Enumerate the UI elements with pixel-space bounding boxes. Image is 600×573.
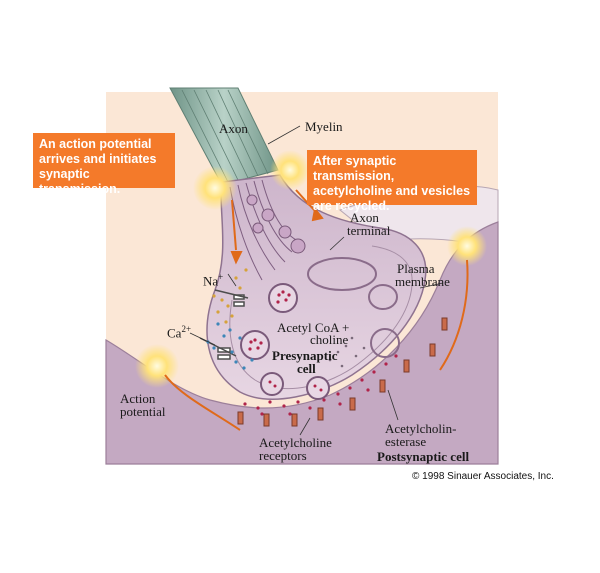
presynaptic-inner <box>229 245 413 389</box>
cleft-ach-dots <box>243 354 398 416</box>
membrane-recycling <box>307 257 400 358</box>
label-action-potential-line1: Action <box>120 391 156 406</box>
glow-right-cell <box>447 226 487 266</box>
label-acetyl-coa-line2: choline <box>310 332 349 347</box>
synaptic-vesicles <box>240 283 330 400</box>
ach-receptors <box>237 317 448 427</box>
label-acetyl-coa-line1: Acetyl CoA + <box>277 320 350 335</box>
label-ach-receptors-line2: receptors <box>259 448 307 463</box>
label-presynaptic-line1: Presynaptic <box>272 348 338 363</box>
label-axon-terminal-line2: terminal <box>347 223 391 238</box>
label-ca: Ca2+ <box>167 322 191 340</box>
copyright-notice: © 1998 Sinauer Associates, Inc. <box>412 471 554 482</box>
label-plasma-membrane-line1: Plasma <box>397 261 435 276</box>
label-postsynaptic-cell: Postsynaptic cell <box>377 449 470 464</box>
callout-action-potential: An action potential arrives and initiate… <box>33 133 175 196</box>
label-plasma-membrane-line2: membrane <box>395 274 450 289</box>
label-na-superscript: + <box>218 272 224 282</box>
leader-lines <box>189 125 444 436</box>
choline-dots <box>328 336 366 368</box>
label-axon: Axon <box>219 121 248 136</box>
glow-left-axon <box>193 166 237 210</box>
callout-recycling: After synaptic transmission, acetylcholi… <box>307 150 477 213</box>
na-channel <box>214 289 249 307</box>
vesicles-transport <box>246 194 306 254</box>
label-na: Na+ <box>203 270 223 288</box>
na-ions <box>212 268 248 324</box>
ca-ions <box>206 322 254 370</box>
label-ach-receptors-line1: Acetylcholine <box>259 435 332 450</box>
label-ache-line1: Acetylcholin- <box>385 421 457 436</box>
label-myelin: Myelin <box>305 119 343 134</box>
glow-action-potential <box>135 344 179 388</box>
vesicle-ach-dots <box>248 290 323 392</box>
label-ache-line2: esterase <box>385 434 427 449</box>
label-ca-superscript: 2+ <box>181 324 192 334</box>
label-ca-text: Ca <box>167 325 182 341</box>
label-presynaptic-line2: cell <box>297 361 316 376</box>
label-axon-terminal-line1: Axon <box>350 210 379 225</box>
label-na-text: Na <box>203 273 219 289</box>
glow-right-axon <box>270 150 310 190</box>
label-action-potential-line2: potential <box>120 404 166 419</box>
